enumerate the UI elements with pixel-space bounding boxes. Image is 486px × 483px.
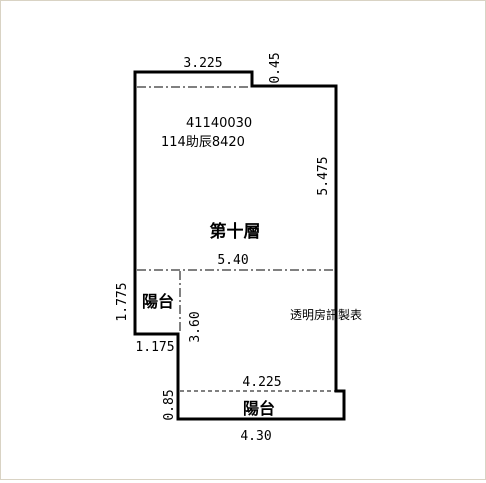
case-number: 41140030 [186,116,252,131]
dim-bottom-balcony-depth: 0.85 [162,389,177,420]
dim-top-width: 3.225 [183,56,222,71]
floor-label: 第十層 [210,221,261,242]
dim-left-balcony-width: 1.175 [135,340,174,355]
dim-inner-height: 3.60 [188,311,203,342]
dim-bottom-inner-width: 4.225 [242,375,281,390]
dim-right-height: 5.475 [316,156,331,195]
dim-bottom-width: 4.30 [240,429,271,444]
document-number: 114助辰8420 [161,135,245,150]
balcony-bottom-label: 陽台 [243,399,275,418]
dim-left-balcony-height: 1.775 [115,282,130,321]
balcony-left-label: 陽台 [142,292,174,311]
unit-outline [133,70,346,421]
dim-top-step: 0.45 [268,52,283,83]
dim-middle-width: 5.40 [217,253,248,268]
watermark-text: 透明房訊製表 [290,307,362,322]
